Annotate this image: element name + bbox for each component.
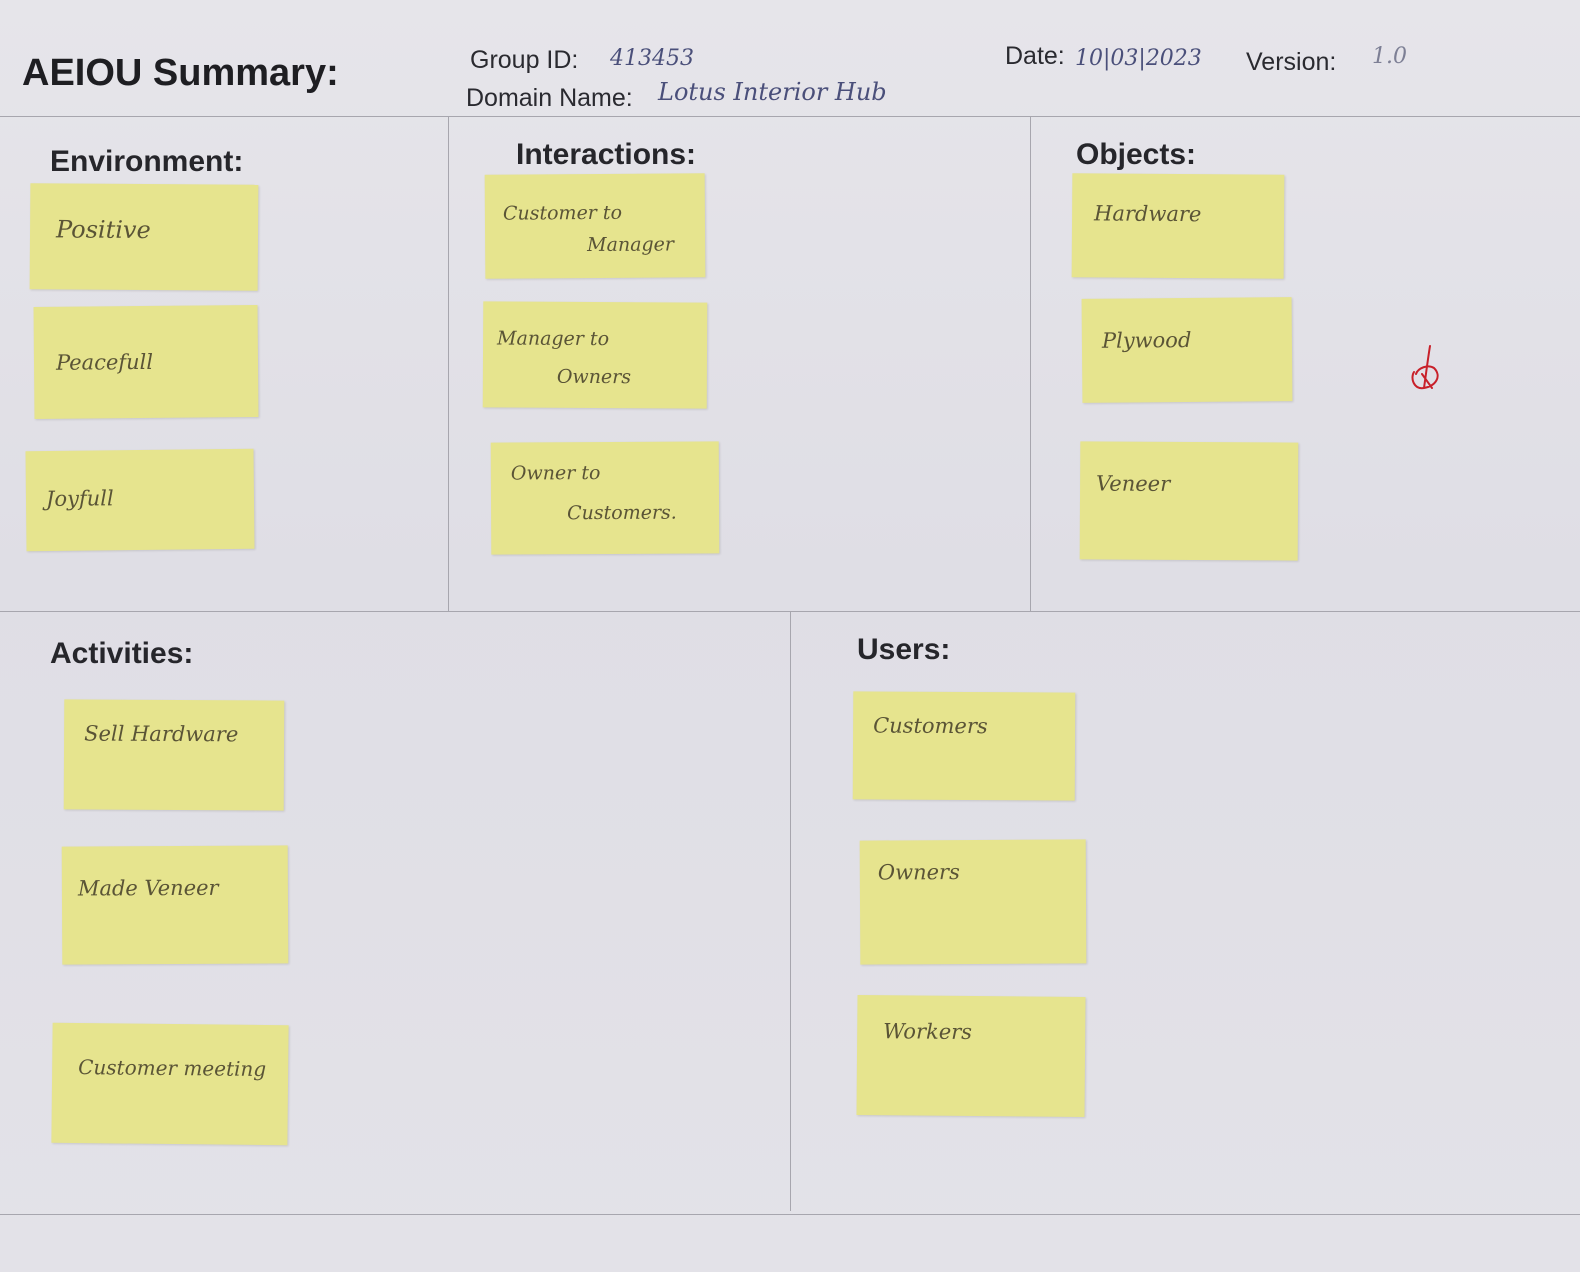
note-text: Positive [55, 215, 151, 245]
date-label: Date: [1005, 42, 1065, 70]
group-id-label: Group ID: [470, 46, 579, 74]
note-text: Customer meeting [78, 1055, 267, 1082]
note-text-line2: Owners [556, 365, 632, 389]
environment-note: Positive [29, 183, 259, 291]
note-text-line1: Manager to [497, 327, 610, 351]
environment-note: Joyfull [25, 448, 255, 552]
version-label: Version: [1246, 48, 1337, 76]
users-title: Users: [857, 633, 951, 666]
interactions-note: Customer to Manager [484, 173, 706, 279]
note-text: Veneer [1096, 471, 1171, 496]
objects-title: Objects: [1076, 138, 1197, 171]
interactions-note: Manager to Owners [482, 301, 708, 409]
note-text: Joyfull [45, 486, 114, 511]
date-value: 10|03|2023 [1075, 46, 1202, 71]
users-note: Customers [852, 691, 1076, 801]
note-text: Sell Hardware [84, 721, 239, 747]
interactions-title: Interactions: [516, 138, 697, 171]
users-note: Owners [859, 839, 1087, 965]
interactions-note: Owner to Customers. [490, 441, 720, 555]
note-text-line1: Owner to [510, 462, 601, 485]
objects-note: Veneer [1079, 441, 1299, 561]
domain-name-value: Lotus Interior Hub [658, 78, 887, 106]
activities-note: Made Veneer [61, 845, 289, 965]
activities-note: Sell Hardware [63, 699, 285, 811]
environment-title: Environment: [50, 145, 244, 178]
note-text: Hardware [1094, 201, 1202, 227]
activities-note: Customer meeting [51, 1022, 289, 1146]
divider-act-users [790, 611, 791, 1211]
activities-title: Activities: [50, 637, 194, 670]
domain-name-label: Domain Name: [466, 84, 633, 112]
note-text: Peacefull [55, 349, 154, 375]
objects-note: Plywood [1081, 297, 1293, 403]
version-value: 1.0 [1372, 44, 1407, 69]
note-text: Made Veneer [77, 875, 219, 901]
note-text: Workers [883, 1019, 973, 1045]
worksheet-header: AEIOU Summary: Group ID: 413453 Domain N… [0, 0, 1580, 120]
environment-note: Peacefull [33, 305, 259, 419]
note-text-line1: Customer to [502, 201, 623, 225]
header-divider [0, 116, 1580, 117]
page-title: AEIOU Summary: [22, 52, 339, 94]
bottom-divider [0, 1214, 1580, 1215]
users-note: Workers [856, 995, 1086, 1117]
note-text: Owners [877, 860, 960, 885]
divider-int-obj [1030, 116, 1031, 611]
divider-env-int [448, 116, 449, 611]
objects-note: Hardware [1071, 173, 1285, 279]
group-id-value: 413453 [610, 46, 694, 71]
note-text-line2: Customers. [567, 501, 677, 525]
note-text: Customers [873, 713, 988, 739]
note-text: Plywood [1101, 327, 1192, 353]
checkmark-icon [1411, 345, 1439, 390]
note-text-line2: Manager [587, 233, 675, 257]
